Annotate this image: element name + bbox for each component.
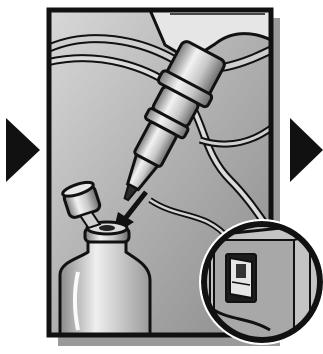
triangle-right-icon <box>290 118 323 182</box>
triangle-left-icon <box>6 118 40 182</box>
rocker-switch-icon <box>226 254 256 302</box>
